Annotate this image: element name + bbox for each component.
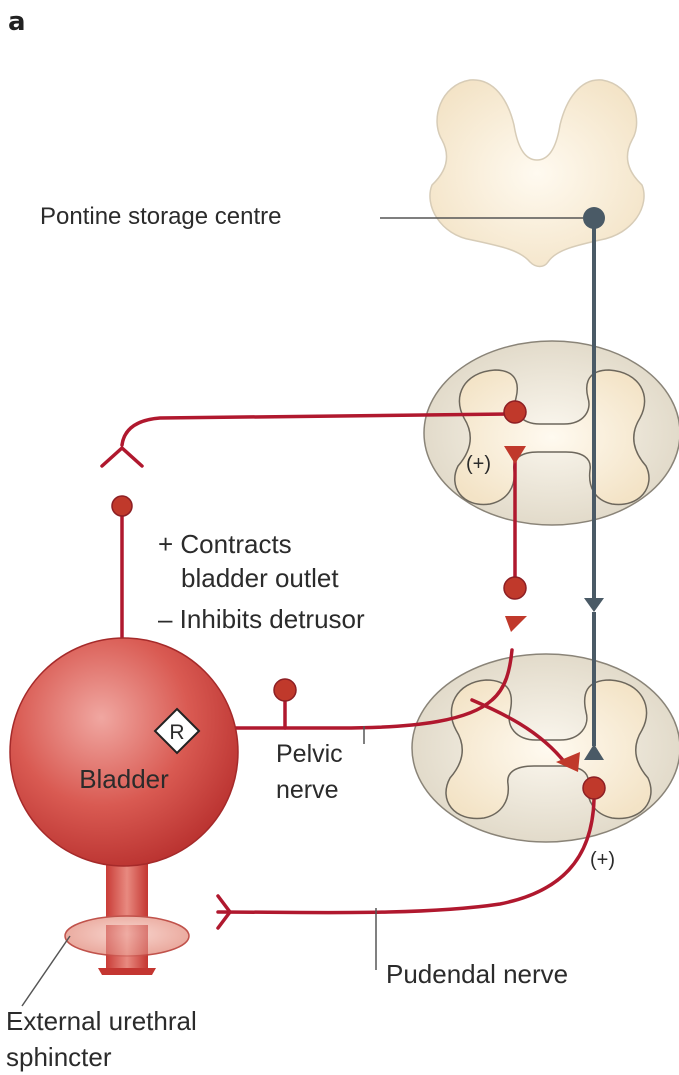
pelvic-label-1: Pelvic bbox=[276, 740, 343, 768]
plus-top-label: (+) bbox=[466, 453, 491, 475]
plus-bottom-label: (+) bbox=[590, 849, 615, 871]
sphincter-label-1: External urethral bbox=[6, 1006, 197, 1036]
mid-pathway-neuron bbox=[504, 577, 526, 599]
bladder-label: Bladder bbox=[79, 764, 169, 794]
upper-cord-neuron bbox=[504, 401, 526, 423]
pudendal-label: Pudendal nerve bbox=[386, 959, 568, 989]
contracts-label-1: + Contracts bbox=[158, 529, 292, 559]
spinal-section-lower bbox=[412, 654, 679, 842]
pontine-neuron bbox=[583, 207, 605, 229]
contracts-label-2: bladder outlet bbox=[181, 563, 339, 593]
pelvic-ganglion-neuron bbox=[274, 679, 296, 701]
left-pathway-neuron bbox=[112, 496, 132, 516]
bladder bbox=[10, 638, 238, 975]
lower-cord-neuron bbox=[583, 777, 605, 799]
receptor-label: R bbox=[169, 721, 184, 744]
pelvic-label-2: nerve bbox=[276, 776, 339, 804]
pontine-label: Pontine storage centre bbox=[40, 203, 282, 230]
sphincter-label-2: sphincter bbox=[6, 1042, 112, 1072]
pons-shape bbox=[430, 80, 644, 267]
mid-terminal bbox=[505, 616, 527, 632]
inhibits-label: – Inhibits detrusor bbox=[158, 604, 365, 634]
panel-letter: a bbox=[8, 7, 26, 37]
spinal-section-upper bbox=[424, 341, 679, 525]
